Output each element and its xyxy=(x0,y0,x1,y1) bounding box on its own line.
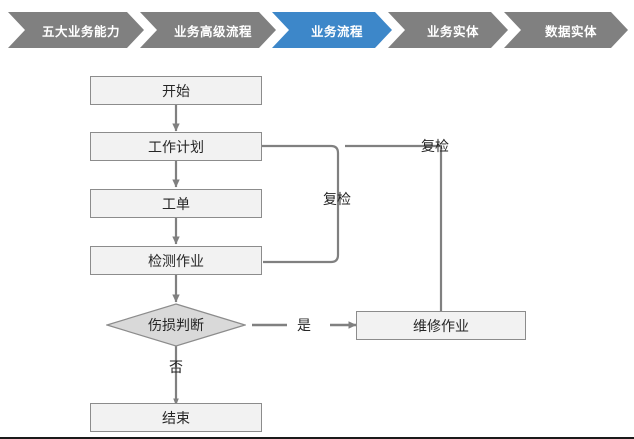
node-damage-decision-label: 伤损判断 xyxy=(148,318,204,334)
breadcrumb-item-2[interactable]: 业务高级流程 xyxy=(140,12,276,48)
breadcrumb-label-5: 数据实体 xyxy=(544,23,597,39)
breadcrumb-item-5[interactable]: 数据实体 xyxy=(504,12,628,48)
edge-label-recheck-inspect: 复检 xyxy=(323,192,351,208)
diamond-shape xyxy=(106,303,246,347)
node-repair-label: 维修作业 xyxy=(413,318,469,335)
bottom-divider xyxy=(0,437,634,439)
node-work-order-label: 工单 xyxy=(162,196,190,213)
node-work-order[interactable]: 工单 xyxy=(90,189,262,218)
node-work-plan[interactable]: 工作计划 xyxy=(90,132,262,161)
edge-inspect-recheck-to-plan xyxy=(182,142,340,264)
edge-repair-recheck-to-plan xyxy=(345,144,443,311)
node-end[interactable]: 结束 xyxy=(90,403,262,432)
node-damage-decision[interactable]: 伤损判断 xyxy=(106,303,246,347)
breadcrumb-label-1: 五大业务能力 xyxy=(41,23,120,39)
node-repair[interactable]: 维修作业 xyxy=(356,311,526,340)
node-start[interactable]: 开始 xyxy=(90,76,262,105)
breadcrumb-label-3: 业务流程 xyxy=(310,23,363,39)
node-inspection[interactable]: 检测作业 xyxy=(90,246,262,275)
breadcrumb-item-4[interactable]: 业务实体 xyxy=(388,12,508,48)
node-end-label: 结束 xyxy=(162,410,190,427)
edge-label-recheck-repair: 复检 xyxy=(421,139,449,155)
flowchart-canvas: 开始 工作计划 工单 检测作业 伤损判断 维修作业 结束 是 否 复检 复检 xyxy=(0,55,634,439)
breadcrumb-label-4: 业务实体 xyxy=(426,23,479,39)
flowchart-connectors xyxy=(172,104,443,406)
node-start-label: 开始 xyxy=(162,83,190,100)
breadcrumb: 五大业务能力 业务高级流程 业务流程 业务实体 数据实体 xyxy=(0,12,634,48)
node-inspection-label: 检测作业 xyxy=(148,253,204,270)
edge-label-yes: 是 xyxy=(297,318,311,334)
edge-label-no: 否 xyxy=(169,360,183,376)
breadcrumb-item-1[interactable]: 五大业务能力 xyxy=(8,12,144,48)
breadcrumb-item-3-active[interactable]: 业务流程 xyxy=(272,12,392,48)
node-work-plan-label: 工作计划 xyxy=(148,139,204,156)
breadcrumb-label-2: 业务高级流程 xyxy=(173,23,252,39)
